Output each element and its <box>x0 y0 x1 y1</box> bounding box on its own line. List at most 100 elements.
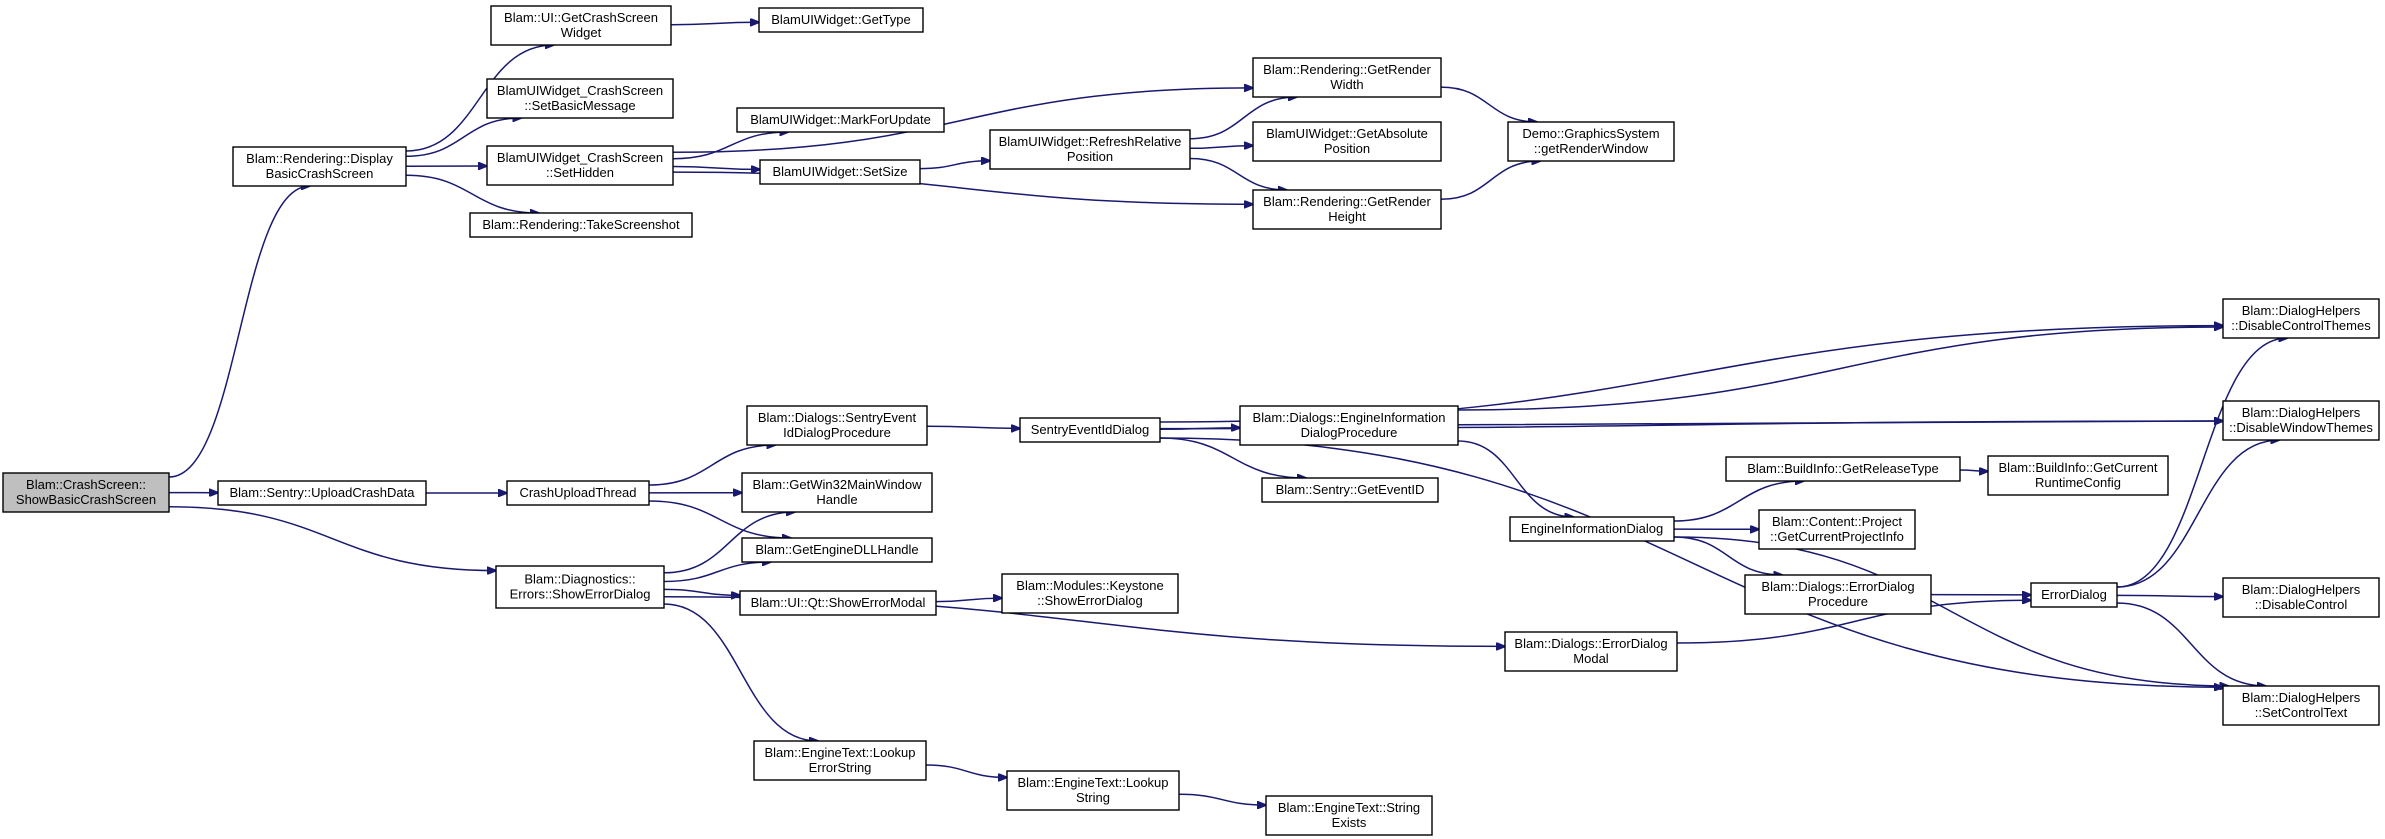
node-lookupstr-box <box>1006 770 1180 811</box>
node-strexists-box <box>1265 795 1433 836</box>
edge-engineproc-to-disablethemes <box>1457 327 2223 411</box>
node-lookuperr-label-line-1: Blam::EngineText::Lookup <box>764 745 915 760</box>
node-sethidden-box <box>486 145 674 186</box>
node-renderwindow[interactable]: Demo::GraphicsSystem::getRenderWindow <box>1507 121 1675 162</box>
node-errorproc-box <box>1744 574 1932 615</box>
node-qtmodal-box <box>739 590 937 616</box>
edge-releasetype-to-runtimecfg <box>1959 470 1988 471</box>
edge-setsize-to-refresh <box>919 161 990 170</box>
node-crashthread[interactable]: CrashUploadThread <box>506 480 650 506</box>
node-setsize-box <box>759 159 921 185</box>
node-showerror[interactable]: Blam::Diagnostics::Errors::ShowErrorDial… <box>495 565 665 609</box>
node-setbasic-label-line-2: ::SetBasicMessage <box>524 98 635 113</box>
node-disablethemes-label-line-2: ::DisableControlThemes <box>2231 318 2371 333</box>
node-sentrydlg[interactable]: SentryEventIdDialog <box>1019 417 1161 443</box>
node-keystone-label-line-1: Blam::Modules::Keystone <box>1016 578 1163 593</box>
node-upload-label-line-1: Blam::Sentry::UploadCrashData <box>230 485 416 500</box>
edge-display-to-getcrash <box>405 45 554 152</box>
node-setbasic-label-line-1: BlamUIWidget_CrashScreen <box>497 83 663 98</box>
edge-errordlg-to-setcontroltext <box>2116 602 2266 686</box>
node-runtimecfg-box <box>1987 455 2169 496</box>
node-enginedlg[interactable]: EngineInformationDialog <box>1509 516 1675 542</box>
edge-crashthread-to-sentryproc <box>648 445 775 486</box>
node-engineproc-label-line-2: DialogProcedure <box>1301 425 1398 440</box>
node-gettype[interactable]: BlamUIWidget::GetType <box>758 7 924 33</box>
node-disablecontrol-box <box>2222 577 2380 618</box>
node-sentrydlg-label-line-1: SentryEventIdDialog <box>1031 422 1150 437</box>
node-absolute-label-line-1: BlamUIWidget::GetAbsolute <box>1266 126 1428 141</box>
node-crashthread-label-line-1: CrashUploadThread <box>519 485 636 500</box>
node-setsize[interactable]: BlamUIWidget::SetSize <box>759 159 921 185</box>
node-setcontroltext-box <box>2222 685 2380 726</box>
node-errorproc-label-line-2: Procedure <box>1808 594 1868 609</box>
node-runtimecfg-label-line-1: Blam::BuildInfo::GetCurrent <box>1999 460 2158 475</box>
node-projectinfo-box <box>1758 509 1916 550</box>
node-sentryproc[interactable]: Blam::Dialogs::SentryEventIdDialogProced… <box>746 405 928 446</box>
node-getwin32-label-line-1: Blam::GetWin32MainWindow <box>752 477 922 492</box>
node-keystone[interactable]: Blam::Modules::Keystone::ShowErrorDialog <box>1001 573 1179 614</box>
edge-renderwidth-to-renderwindow <box>1440 86 1537 122</box>
node-renderwindow-box <box>1507 121 1675 162</box>
node-display-label-line-2: BasicCrashScreen <box>266 166 374 181</box>
edge-getcrash-to-gettype <box>670 22 759 24</box>
node-qtmodal[interactable]: Blam::UI::Qt::ShowErrorModal <box>739 590 937 616</box>
node-disablecontrol-label-line-1: Blam::DialogHelpers <box>2242 582 2361 597</box>
node-sethidden[interactable]: BlamUIWidget_CrashScreen::SetHidden <box>486 145 674 186</box>
node-upload[interactable]: Blam::Sentry::UploadCrashData <box>217 480 427 506</box>
node-getdll[interactable]: Blam::GetEngineDLLHandle <box>741 537 933 563</box>
node-lookuperr-label-line-2: ErrorString <box>809 760 872 775</box>
edge-sethidden-to-setsize <box>672 167 760 170</box>
node-engineproc-box <box>1239 405 1459 446</box>
node-setsize-label-line-1: BlamUIWidget::SetSize <box>772 164 907 179</box>
node-root[interactable]: Blam::CrashScreen::ShowBasicCrashScreen <box>2 472 170 513</box>
node-errordlg[interactable]: ErrorDialog <box>2030 582 2118 608</box>
node-root-label-line-1: Blam::CrashScreen:: <box>26 477 146 492</box>
node-lookuperr-box <box>753 740 927 781</box>
node-enginedlg-label-line-1: EngineInformationDialog <box>1521 521 1663 536</box>
node-lookupstr-label-line-2: String <box>1076 790 1110 805</box>
node-disablewinthemes-label-line-2: ::DisableWindowThemes <box>2229 420 2373 435</box>
edge-errordlg-to-disablecontrol <box>2116 595 2223 596</box>
node-disablecontrol[interactable]: Blam::DialogHelpers::DisableControl <box>2222 577 2380 618</box>
node-setbasic[interactable]: BlamUIWidget_CrashScreen::SetBasicMessag… <box>486 78 674 119</box>
node-errordlg-box <box>2030 582 2118 608</box>
node-takeshot-box <box>469 212 693 238</box>
node-disablewinthemes[interactable]: Blam::DialogHelpers::DisableWindowThemes <box>2222 400 2380 441</box>
node-renderheight-label-line-1: Blam::Rendering::GetRender <box>1263 194 1431 209</box>
node-disablecontrol-label-line-2: ::DisableControl <box>2255 597 2348 612</box>
node-releasetype[interactable]: Blam::BuildInfo::GetReleaseType <box>1725 456 1961 482</box>
node-projectinfo[interactable]: Blam::Content::Project::GetCurrentProjec… <box>1758 509 1916 550</box>
node-errormodal-box <box>1504 631 1678 672</box>
node-refresh-label-line-2: Position <box>1067 149 1113 164</box>
node-getcrash-label-line-2: Widget <box>561 25 602 40</box>
node-geteventid[interactable]: Blam::Sentry::GetEventID <box>1261 477 1439 503</box>
node-setcontroltext[interactable]: Blam::DialogHelpers::SetControlText <box>2222 685 2380 726</box>
node-engineproc[interactable]: Blam::Dialogs::EngineInformationDialogPr… <box>1239 405 1459 446</box>
node-takeshot[interactable]: Blam::Rendering::TakeScreenshot <box>469 212 693 238</box>
edge-lookupstr-to-strexists <box>1178 793 1266 805</box>
node-getwin32-box <box>741 472 933 513</box>
node-errorproc-label-line-1: Blam::Dialogs::ErrorDialog <box>1761 579 1914 594</box>
node-renderwidth-box <box>1252 57 1442 98</box>
node-errormodal-label-line-1: Blam::Dialogs::ErrorDialog <box>1514 636 1667 651</box>
edge-errormodal-to-errordlg <box>1676 600 2031 644</box>
edge-crashthread-to-getdll <box>648 500 791 538</box>
node-keystone-box <box>1001 573 1179 614</box>
node-disablethemes[interactable]: Blam::DialogHelpers::DisableControlTheme… <box>2222 298 2380 339</box>
edge-sentryproc-to-sentrydlg <box>926 426 1020 428</box>
node-errordlg-label-line-1: ErrorDialog <box>2041 587 2107 602</box>
node-markupdate[interactable]: BlamUIWidget::MarkForUpdate <box>736 107 945 133</box>
